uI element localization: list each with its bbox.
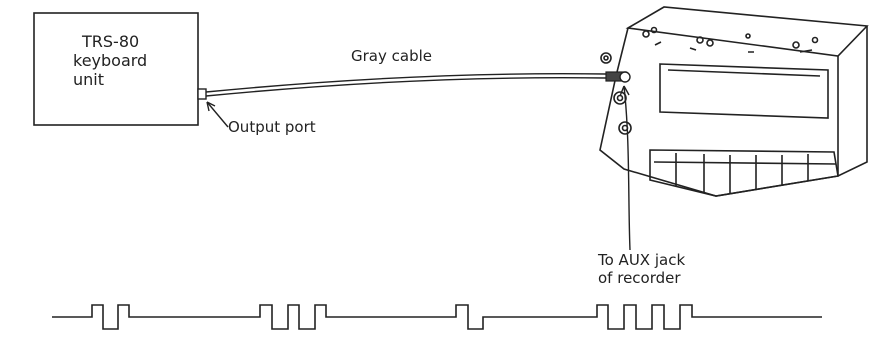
- cassette-recorder: [599, 6, 869, 197]
- keyboard-label-line3: unit: [73, 70, 104, 89]
- output-port-arrow: [206, 101, 229, 128]
- gray-cable: [205, 72, 607, 93]
- aux-label-line2: of recorder: [598, 269, 681, 287]
- aux-plug: [605, 71, 631, 83]
- output-port-label: Output port: [228, 118, 316, 136]
- cassette-signal-waveform: [52, 304, 822, 330]
- keyboard-label-line2: keyboard: [73, 51, 147, 70]
- keyboard-label-line1: TRS-80: [81, 32, 139, 51]
- cable-label: Gray cable: [351, 47, 432, 65]
- aux-jack-arrow: [623, 85, 631, 251]
- aux-label-line1: To AUX jack: [597, 251, 685, 269]
- keyboard-unit-box: [33, 12, 199, 126]
- output-port-plug: [197, 88, 207, 100]
